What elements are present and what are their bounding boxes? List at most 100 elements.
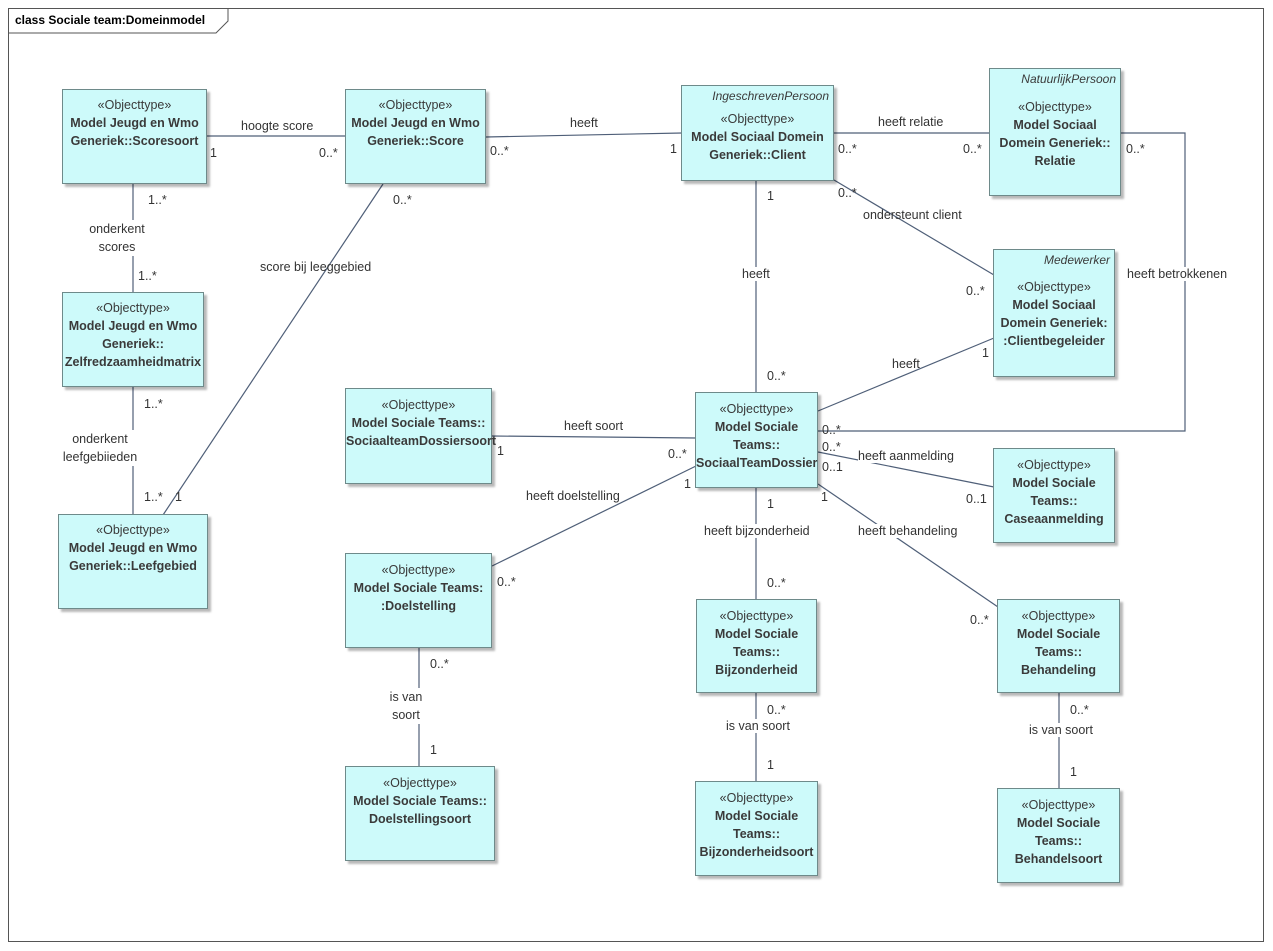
class-name: Model Sociale Teams:: Bijzonderheid <box>714 627 799 677</box>
parent-class-label: IngeschrevenPersoon <box>712 89 829 103</box>
class-name: Model Jeugd en Wmo Generiek::Score <box>351 116 480 148</box>
multiplicity: 0..* <box>767 576 786 590</box>
assoc-label-is-van-soort-doel: is van soort <box>386 688 426 724</box>
class-behandelsoort[interactable]: «Objecttype» Model Sociale Teams:: Behan… <box>997 788 1120 883</box>
assoc-label-heeft-behandeling: heeft behandeling <box>858 524 958 538</box>
multiplicity: 1..* <box>144 397 163 411</box>
parent-class-label: Medewerker <box>1043 253 1110 267</box>
class-relatie[interactable]: NatuurlijkPersoon «Objecttype» Model Soc… <box>989 68 1121 196</box>
assoc-score-bij-leeggebied <box>162 183 384 516</box>
frame-tab-outline <box>8 8 229 34</box>
multiplicity: 1..* <box>148 193 167 207</box>
frame-title: class Sociale team:Domeinmodel <box>15 13 206 27</box>
class-sociaalteamdossier[interactable]: «Objecttype» Model Sociale Teams:: Socia… <box>695 392 818 488</box>
assoc-label-heeft-betrokkenen: heeft betrokkenen <box>1127 267 1228 281</box>
class-name: Model Sociaal Domein Generiek: :Clientbe… <box>1000 298 1108 348</box>
assoc-heeft-behandeling <box>817 483 999 608</box>
class-client[interactable]: IngeschrevenPersoon «Objecttype» Model S… <box>681 85 834 181</box>
class-bijzonderheidsoort[interactable]: «Objecttype» Model Sociale Teams:: Bijzo… <box>695 781 818 876</box>
multiplicity: 1 <box>982 346 989 360</box>
class-name: Model Sociale Teams:: Bijzonderheidsoort <box>699 809 814 859</box>
stereotype-label: «Objecttype» <box>1018 100 1092 114</box>
class-name: Model Sociale Teams:: Caseaanmelding <box>1004 476 1104 526</box>
multiplicity: 0..* <box>838 186 857 200</box>
assoc-heeft-score-client <box>485 132 683 138</box>
class-name: Model Sociale Teams:: SociaalteamDossier… <box>346 416 497 448</box>
class-caseaanmelding[interactable]: «Objecttype» Model Sociale Teams:: Casea… <box>993 448 1115 543</box>
class-score[interactable]: «Objecttype» Model Jeugd en Wmo Generiek… <box>345 89 486 184</box>
stereotype-label: «Objecttype» <box>1021 798 1096 812</box>
multiplicity: 1 <box>821 490 828 504</box>
stereotype-label: «Objecttype» <box>1017 280 1091 294</box>
class-doelstelling[interactable]: «Objecttype» Model Sociale Teams: :Doels… <box>345 553 492 648</box>
multiplicity: 0..* <box>1070 703 1089 717</box>
assoc-label-heeft-bijzonderheid: heeft bijzonderheid <box>704 524 810 538</box>
multiplicity: 0..* <box>963 142 982 156</box>
class-behandeling[interactable]: «Objecttype» Model Sociale Teams:: Behan… <box>997 599 1120 693</box>
multiplicity: 1 <box>767 758 774 772</box>
stereotype-label: «Objecttype» <box>378 98 453 112</box>
multiplicity: 0..* <box>668 447 687 461</box>
multiplicity: 0..* <box>319 146 338 160</box>
class-name: Model Sociale Teams: :Doelstelling <box>353 581 484 613</box>
stereotype-label: «Objecttype» <box>719 791 794 805</box>
multiplicity: 1 <box>497 444 504 458</box>
multiplicity: 0..* <box>430 657 449 671</box>
assoc-heeft-begeleider <box>817 337 995 412</box>
assoc-label-heeft-begeleider: heeft <box>892 357 920 371</box>
assoc-label-heeft-doelstelling: heeft doelstelling <box>526 489 620 503</box>
assoc-label-is-van-soort-bijz: is van soort <box>726 719 790 733</box>
multiplicity: 0..* <box>497 575 516 589</box>
assoc-heeft-betrokkenen <box>818 132 1186 432</box>
multiplicity: 1 <box>210 146 217 160</box>
assoc-label-heeft-soort: heeft soort <box>564 419 624 433</box>
class-name: Model Jeugd en Wmo Generiek::Scoresoort <box>70 116 199 148</box>
multiplicity: 0..* <box>970 613 989 627</box>
assoc-label-heeft-aanmelding: heeft aanmelding <box>858 449 954 463</box>
class-clientbegeleider[interactable]: Medewerker «Objecttype» Model Sociaal Do… <box>993 249 1115 377</box>
multiplicity: 0..* <box>1126 142 1145 156</box>
stereotype-label: «Objecttype» <box>719 609 794 623</box>
class-sociaalteamdossiersoort[interactable]: «Objecttype» Model Sociale Teams:: Socia… <box>345 388 497 484</box>
multiplicity: 1..* <box>144 490 163 504</box>
multiplicity: 1 <box>175 490 182 504</box>
assoc-label-hoogte-score: hoogte score <box>241 119 314 133</box>
stereotype-label: «Objecttype» <box>96 301 170 315</box>
multiplicity: 0..1 <box>822 460 843 474</box>
multiplicity: 0..* <box>767 703 786 717</box>
parent-class-label: NatuurlijkPersoon <box>1021 72 1116 86</box>
multiplicity: 1 <box>767 497 774 511</box>
stereotype-label: «Objecttype» <box>96 523 170 537</box>
assoc-label-score-bij-leeggebied: score bij leeggebied <box>260 260 372 274</box>
class-name: Model Sociaal Domein Generiek:: Relatie <box>999 118 1111 168</box>
multiplicity: 0..* <box>393 193 412 207</box>
class-scoresoort[interactable]: «Objecttype» Model Jeugd en Wmo Generiek… <box>62 89 207 184</box>
class-leefgebied[interactable]: «Objecttype» Model Jeugd en Wmo Generiek… <box>58 514 208 609</box>
class-name: Model Sociale Teams:: SociaalTeamDossier <box>696 420 818 470</box>
assoc-label-is-van-soort-beh: is van soort <box>1029 723 1093 737</box>
multiplicity: 0..* <box>822 440 841 454</box>
stereotype-label: «Objecttype» <box>381 563 456 577</box>
multiplicity: 0..* <box>966 284 985 298</box>
multiplicity: 1 <box>684 477 691 491</box>
stereotype-label: «Objecttype» <box>383 776 457 790</box>
class-name: Model Jeugd en Wmo Generiek::Leefgebied <box>68 541 198 573</box>
stereotype-label: «Objecttype» <box>1017 458 1091 472</box>
class-name: Model Sociale Teams:: Behandeling <box>1016 627 1101 677</box>
multiplicity: 1 <box>670 142 677 156</box>
multiplicity: 1 <box>767 189 774 203</box>
class-name: Model Jeugd en Wmo Generiek:: Zelfredzaa… <box>64 319 202 369</box>
multiplicity: 0..* <box>767 369 786 383</box>
multiplicity: 1..* <box>138 269 157 283</box>
class-doelstellingsoort[interactable]: «Objecttype» Model Sociale Teams:: Doels… <box>345 766 495 861</box>
stereotype-label: «Objecttype» <box>719 402 794 416</box>
multiplicity: 0..* <box>822 423 841 437</box>
class-zelfredzaamheidmatrix[interactable]: «Objecttype» Model Jeugd en Wmo Generiek… <box>62 292 204 387</box>
class-bijzonderheid[interactable]: «Objecttype» Model Sociale Teams:: Bijzo… <box>696 599 817 693</box>
assoc-heeft-aanmelding <box>817 451 995 488</box>
assoc-label-ondersteunt-client: ondersteunt client <box>863 208 962 222</box>
class-name: Model Sociale Teams:: Doelstellingsoort <box>353 794 487 826</box>
stereotype-label: «Objecttype» <box>381 398 456 412</box>
